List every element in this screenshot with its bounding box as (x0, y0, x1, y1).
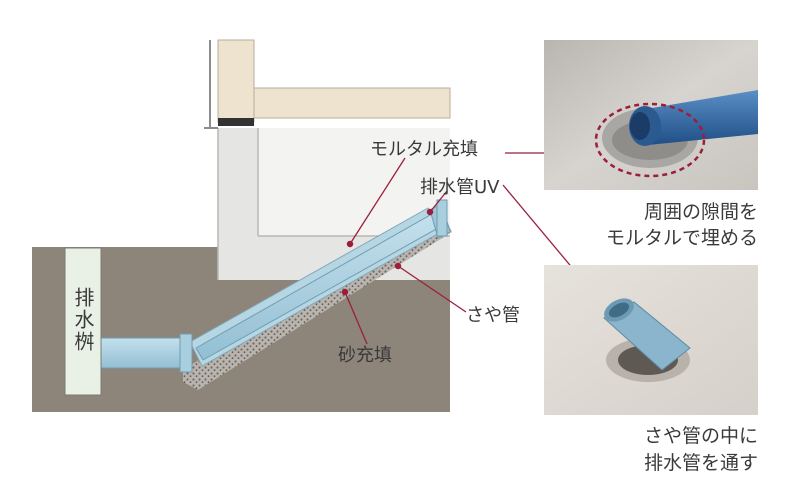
mortar-fill-label: モルタル充填 (370, 139, 478, 160)
sleeve-pipe-label: さや管 (466, 305, 520, 326)
photo-pipe-through-sleeve (544, 265, 758, 415)
photo-top-caption-line2: モルタルで埋める (605, 227, 758, 249)
photo-bottom-caption-line2: 排水管を通す (643, 452, 758, 474)
photo-mortar-filled-gap (544, 40, 758, 190)
building-wall (204, 39, 451, 129)
drain-pipe-label: 排水管UV (420, 177, 500, 198)
sand-fill-label: 砂充填 (338, 345, 392, 366)
photo-top-caption-line1: 周囲の隙間を (643, 201, 758, 223)
drain-pipe (195, 199, 451, 361)
drain-tank-label: 排水桝 (71, 287, 95, 353)
drain-tank (64, 247, 102, 396)
photo-bottom-caption-line1: さや管の中に (643, 425, 758, 447)
horizontal-drain-pipe (99, 333, 193, 373)
